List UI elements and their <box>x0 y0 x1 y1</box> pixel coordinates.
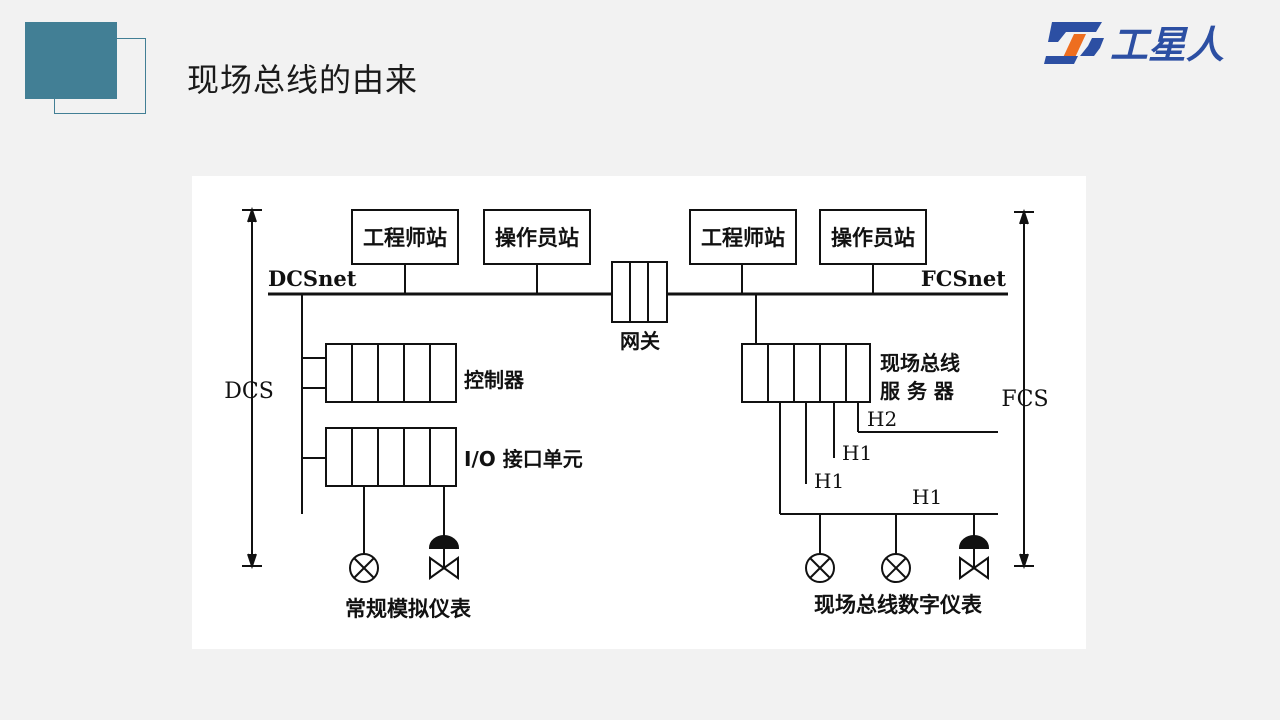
dcs-instruments-label: 常规模拟仪表 <box>345 597 472 621</box>
dcs-engineer-station-label: 工程师站 <box>363 226 447 250</box>
controller-label: 控制器 <box>464 368 525 392</box>
fcs-arrow-down <box>1019 553 1029 570</box>
logo-mark-top <box>1048 22 1102 42</box>
dcs-fcs-diagram: 工程师站 操作员站 工程师站 操作员站 DCSnet FCSnet DCS FC… <box>192 176 1086 649</box>
logo-mark-base <box>1044 56 1078 64</box>
dcs-arrow-down <box>247 553 257 570</box>
slide-title: 现场总线的由来 <box>187 61 419 99</box>
title-accent-outline <box>54 38 146 114</box>
fcs-axis-label: FCS <box>1001 387 1048 412</box>
gateway-box <box>611 261 668 323</box>
fcs-operator-station-label: 操作员站 <box>831 226 915 250</box>
fcs-digital-meter-2 <box>881 553 911 583</box>
dcs-valve-body <box>429 556 459 580</box>
h1-label-a: H1 <box>842 441 872 465</box>
fcs-server-label-line1: 现场总线 <box>880 351 960 375</box>
fcsnet-label: FCSnet <box>921 266 1006 291</box>
company-logo: 工星人 <box>1044 16 1266 70</box>
h1-label-b: H1 <box>814 469 844 493</box>
fcs-arrow-up <box>1019 208 1029 225</box>
dcs-axis-label: DCS <box>224 379 274 404</box>
gateway-label: 网关 <box>620 329 660 353</box>
h1-label-main: H1 <box>912 485 942 509</box>
logo-text: 工星人 <box>1110 23 1224 67</box>
fcs-valve-actuator <box>958 535 990 549</box>
fcs-server-label-line2: 服 务 器 <box>880 379 955 403</box>
fcs-digital-meter-1 <box>805 553 835 583</box>
dcsnet-label: DCSnet <box>268 266 357 291</box>
dcs-arrow-up <box>247 206 257 223</box>
io-unit-label: I/O 接口单元 <box>464 447 583 471</box>
io-rack <box>325 427 457 487</box>
logo-mark-bottom <box>1080 38 1104 56</box>
dcs-analog-meter <box>349 553 379 583</box>
dcs-operator-station-label: 操作员站 <box>495 226 579 250</box>
title-accent-block <box>25 22 117 99</box>
fcs-instruments-label: 现场总线数字仪表 <box>814 593 983 617</box>
h2-label: H2 <box>867 407 897 431</box>
fcs-valve-body <box>959 556 989 580</box>
dcs-valve-actuator <box>428 535 460 549</box>
fcs-server-rack <box>741 343 871 403</box>
fcs-engineer-station-label: 工程师站 <box>701 226 785 250</box>
controller-rack <box>325 343 457 403</box>
